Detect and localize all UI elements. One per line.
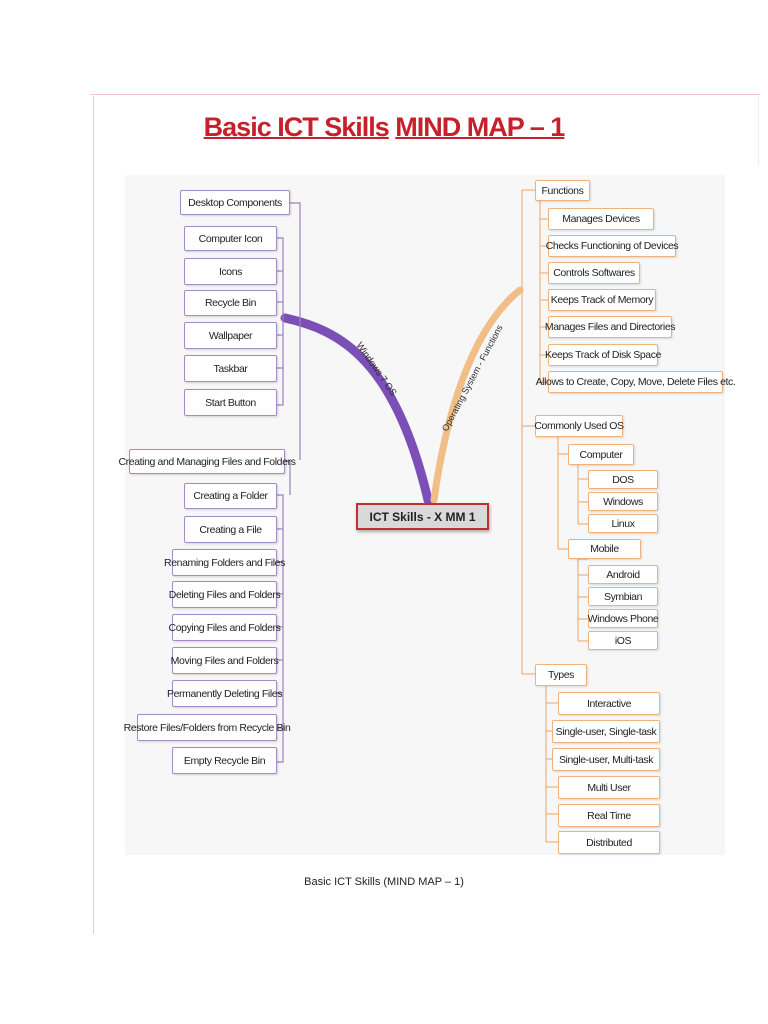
node-manages-files: Manages Files and Directories: [545, 316, 676, 338]
center-node: ICT Skills - X MM 1: [356, 503, 489, 530]
right-branch-line: [430, 286, 524, 504]
node-real-time: Real Time: [558, 804, 660, 827]
left-branch-line: [280, 313, 433, 505]
page-left-border: [93, 96, 94, 934]
title-part-1: Basic ICT Skills: [203, 112, 390, 142]
node-computer-icon: Computer Icon: [184, 226, 277, 251]
node-wallpaper: Wallpaper: [184, 322, 277, 349]
node-ios: iOS: [588, 631, 658, 650]
node-moving: Moving Files and Folders: [171, 647, 279, 674]
node-multi-user: Multi User: [558, 776, 660, 799]
node-empty-recycle-bin: Empty Recycle Bin: [172, 747, 277, 774]
node-track-disk-space: Keeps Track of Disk Space: [545, 344, 661, 366]
node-recycle-bin: Recycle Bin: [184, 290, 277, 316]
node-desktop-components: Desktop Components: [180, 190, 290, 215]
node-symbian: Symbian: [588, 587, 658, 606]
node-single-user-multi-task: Single-user, Multi-task: [552, 748, 660, 771]
node-creating-file: Creating a File: [184, 516, 277, 543]
node-single-user-single-task: Single-user, Single-task: [552, 720, 660, 743]
node-start-button: Start Button: [184, 389, 277, 416]
node-allows-create: Allows to Create, Copy, Move, Delete Fil…: [536, 371, 736, 393]
node-taskbar: Taskbar: [184, 355, 277, 382]
node-linux: Linux: [588, 514, 658, 533]
node-computer: Computer: [568, 444, 634, 465]
node-renaming: Renaming Folders and Files: [164, 549, 285, 576]
node-interactive: Interactive: [558, 692, 660, 715]
page-right-border: [758, 96, 759, 166]
node-functions: Functions: [535, 180, 590, 201]
node-restore: Restore Files/Folders from Recycle Bin: [124, 714, 291, 741]
node-icons: Icons: [184, 258, 277, 285]
title-part-2: MIND MAP – 1: [395, 112, 565, 142]
left-branch-label: Windows 7 OS: [354, 340, 399, 398]
node-distributed: Distributed: [558, 831, 660, 854]
page-title: Basic ICT Skills MIND MAP – 1: [0, 112, 768, 143]
node-manages-devices: Manages Devices: [548, 208, 654, 230]
node-checks-functioning: Checks Functioning of Devices: [546, 235, 679, 257]
figure-caption: Basic ICT Skills (MIND MAP – 1): [304, 876, 464, 888]
node-copying: Copying Files and Folders: [169, 614, 281, 641]
node-files-folders: Creating and Managing Files and Folders: [119, 449, 296, 474]
node-dos: DOS: [588, 470, 658, 489]
node-types: Types: [535, 664, 587, 686]
node-windows: Windows: [588, 492, 658, 511]
node-mobile: Mobile: [568, 539, 641, 559]
page-top-border: [90, 94, 760, 95]
node-permanently-deleting: Permanently Deleting Files: [167, 680, 282, 707]
node-android: Android: [588, 565, 658, 584]
node-controls-softwares: Controls Softwares: [548, 262, 640, 284]
node-deleting: Deleting Files and Folders: [169, 581, 281, 608]
node-commonly-used-os: Commonly Used OS: [534, 415, 624, 437]
node-track-memory: Keeps Track of Memory: [548, 289, 656, 311]
node-windows-phone: Windows Phone: [588, 609, 659, 628]
right-branch-label: Operating System - Functions: [440, 323, 505, 433]
node-creating-folder: Creating a Folder: [184, 483, 277, 509]
